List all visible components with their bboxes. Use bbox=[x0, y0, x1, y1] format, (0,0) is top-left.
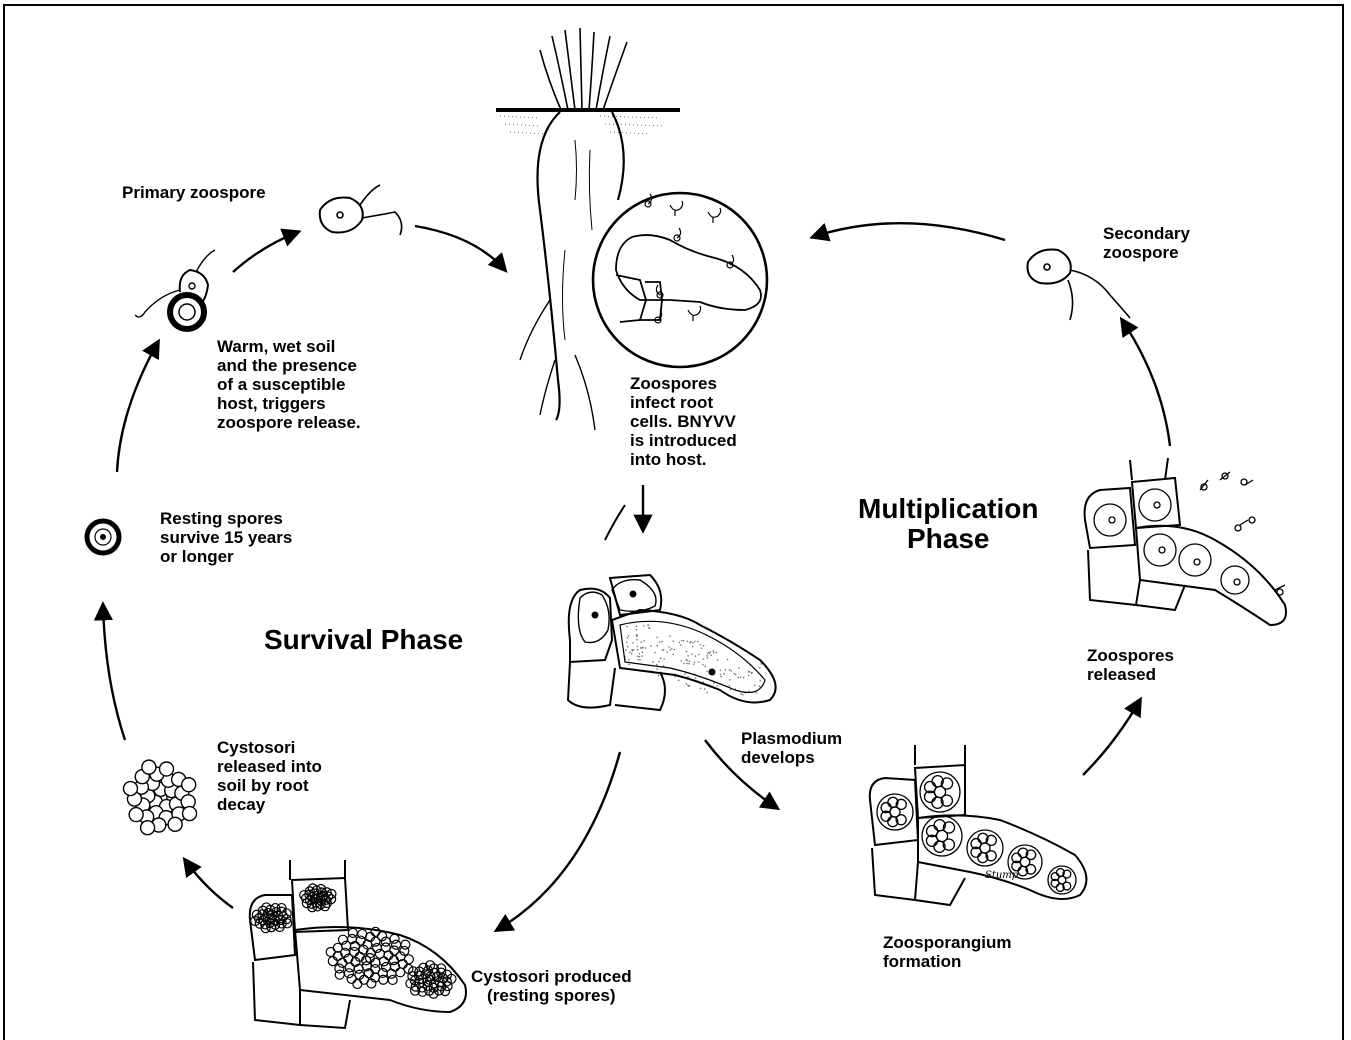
arrow-released-to-resting bbox=[103, 605, 125, 740]
cystosori-released-label: Cystosori released into soil by root dec… bbox=[217, 738, 322, 814]
cystosori-cluster-icon bbox=[123, 760, 196, 835]
plasmodium-cells-icon bbox=[568, 505, 776, 710]
arrow-secondary-to-root bbox=[813, 223, 1005, 240]
sugar-beet-root-icon bbox=[496, 28, 767, 430]
cystosori-cells-icon bbox=[250, 860, 466, 1028]
arrow-plasmodium-to-cystosori bbox=[497, 752, 620, 930]
arrow-zoosporangium-to-released bbox=[1083, 700, 1140, 775]
germinating-resting-spore-icon bbox=[135, 250, 215, 329]
multiplication-phase-title: Multiplication Phase bbox=[858, 494, 1038, 554]
arrow-cystosori-to-released bbox=[185, 860, 233, 908]
zoospores-released-label: Zoospores released bbox=[1087, 646, 1174, 684]
infection-label: Zoospores infect root cells. BNYVV is in… bbox=[630, 374, 737, 469]
resting-spores-label: Resting spores survive 15 years or longe… bbox=[160, 509, 292, 566]
plasmodium-label: Plasmodium develops bbox=[741, 729, 842, 767]
zoosporangium-cells-icon bbox=[870, 745, 1087, 905]
primary-zoospore-label: Primary zoospore bbox=[122, 183, 266, 202]
zoospore-icon bbox=[320, 185, 402, 235]
arrow-primary-to-zoospore bbox=[233, 232, 298, 272]
cystosori-produced-label: Cystosori produced (resting spores) bbox=[471, 967, 632, 1005]
resting-spore-icon bbox=[87, 521, 119, 553]
zoospore-release-cells-icon bbox=[1085, 458, 1286, 625]
arrow-released-to-secondary bbox=[1122, 320, 1170, 446]
artist-signature: Stump bbox=[985, 870, 1018, 881]
survival-phase-title: Survival Phase bbox=[264, 625, 463, 655]
arrow-resting-to-primary bbox=[117, 342, 158, 472]
trigger-conditions-label: Warm, wet soil and the presence of a sus… bbox=[217, 337, 361, 432]
secondary-zoospore-label: Secondary zoospore bbox=[1103, 224, 1190, 262]
zoosporangium-label: Zoosporangium formation bbox=[883, 933, 1011, 971]
arrow-zoospore-to-root bbox=[415, 226, 505, 270]
